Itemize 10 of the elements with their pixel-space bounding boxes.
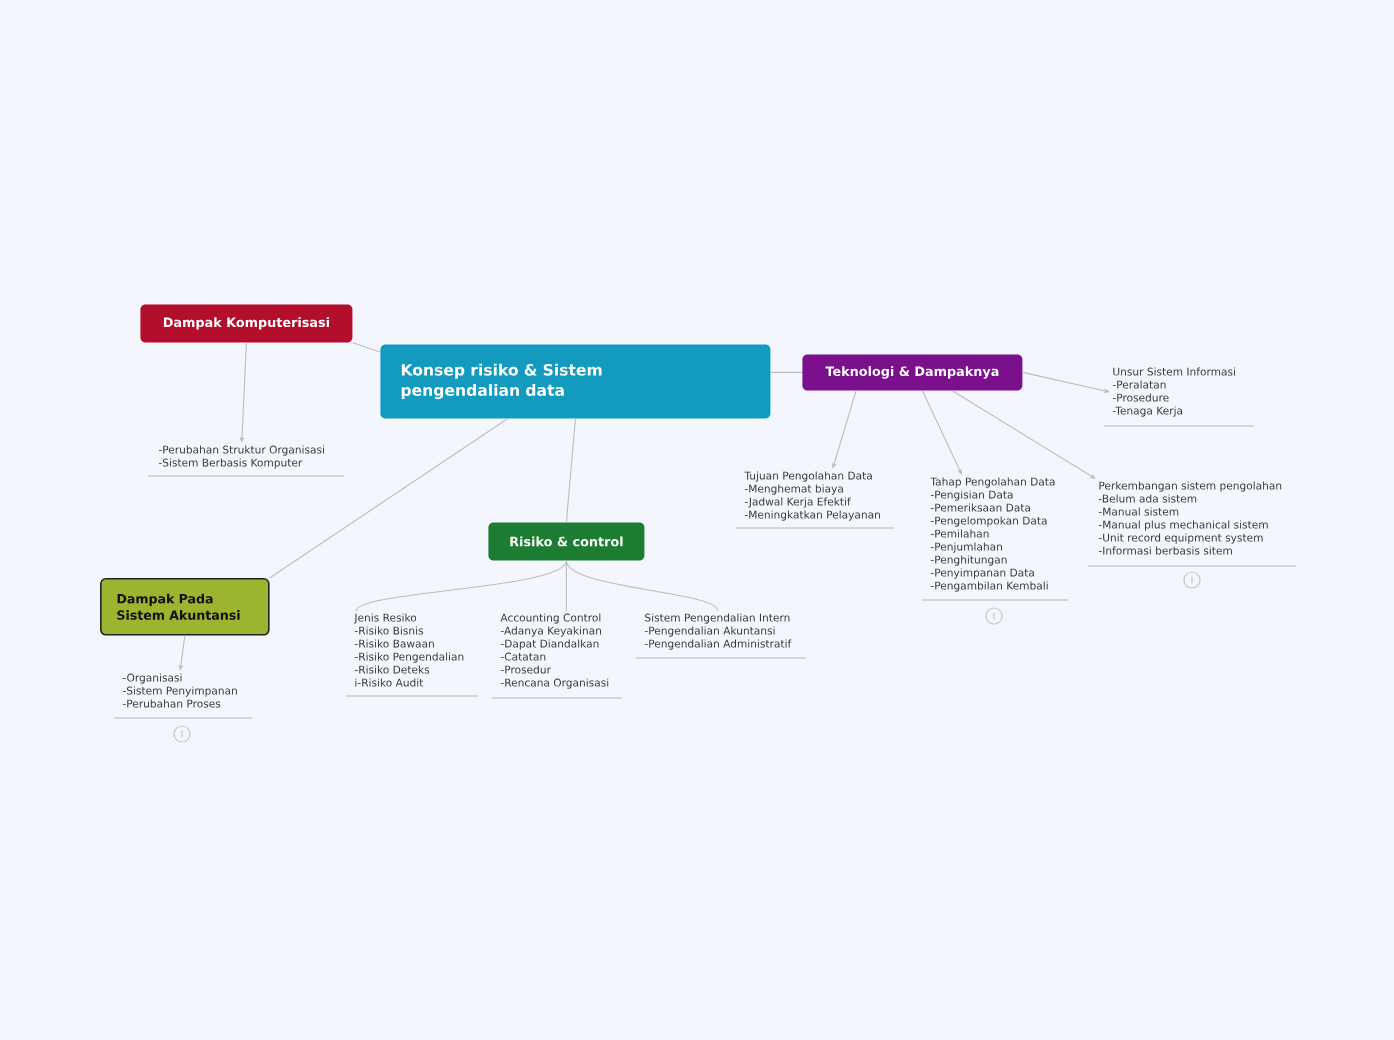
arrow <box>951 390 1096 479</box>
arrow <box>921 390 962 475</box>
connector-line <box>565 418 576 523</box>
connector-line <box>565 560 567 612</box>
connector-line <box>269 418 508 579</box>
connector-line <box>770 371 803 373</box>
connector-line <box>565 560 719 612</box>
connector-line <box>352 342 381 353</box>
arrow <box>178 635 186 671</box>
connector-line <box>355 560 567 612</box>
